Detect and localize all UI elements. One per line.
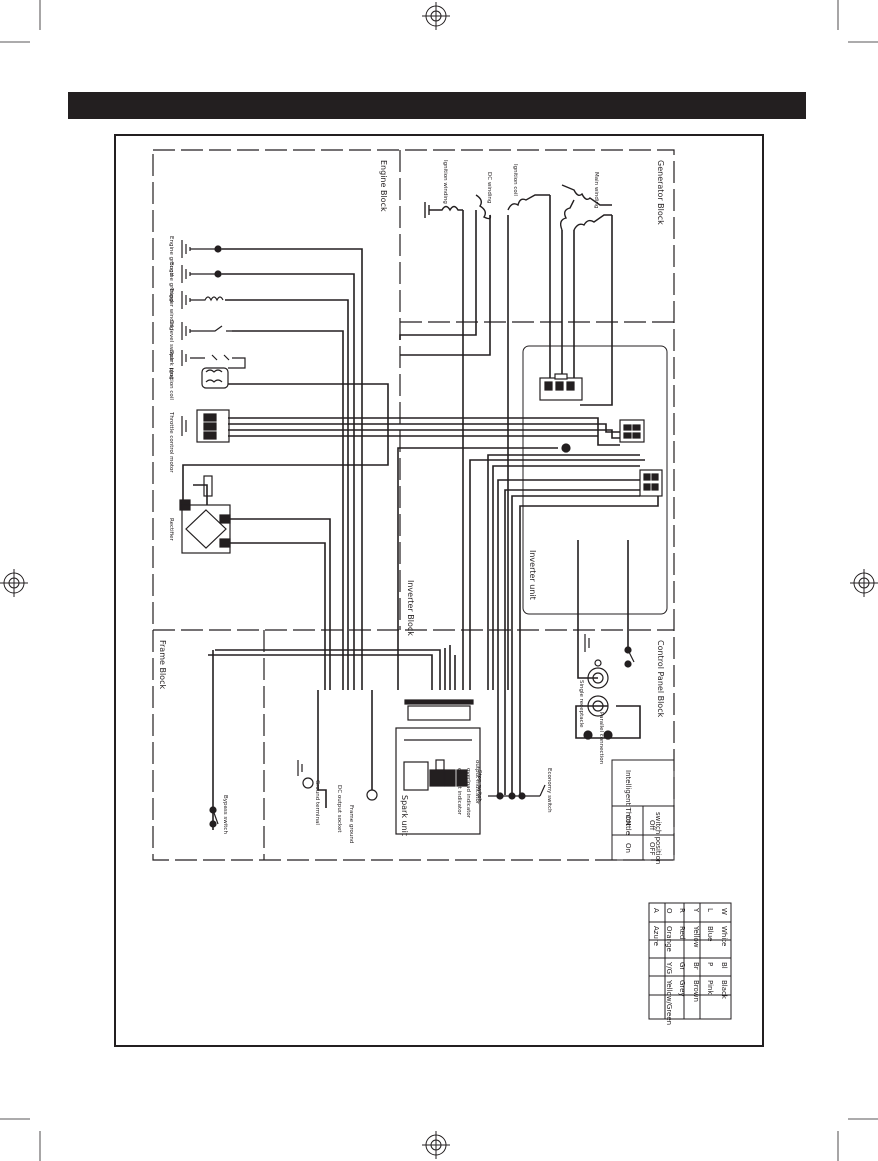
registration-mark-right (850, 569, 878, 597)
color-row-2-code: Y (692, 907, 700, 913)
color-row-5-name: Azure (652, 926, 660, 946)
color-row-4-name2: Yellow/Green (665, 979, 673, 1025)
color-row-5-code: A (652, 908, 660, 913)
diagram-labels: Engine Block Generator Block Inverter Bl… (158, 160, 665, 836)
control-panel-components (209, 634, 635, 828)
oil-alert-indicator-label: oil alert indicator (456, 768, 462, 816)
engine-components (179, 240, 246, 554)
switch-table-row-0-pos: ON (624, 815, 632, 826)
diagram-frame (114, 134, 764, 1047)
switch-table-row-0-state: On (624, 843, 632, 853)
color-row-4-code: O (665, 908, 673, 914)
component-labels: Engine ground Engine ground Trigger wind… (168, 160, 604, 843)
color-row-0-code: W (720, 908, 728, 915)
rectifier-label: Rectifier (168, 518, 174, 542)
economy-switch-label: Economy switch (546, 768, 552, 813)
color-code-table (648, 902, 732, 1020)
throttle-control-motor-label: Throttle control motor (168, 411, 174, 473)
spark-plug-label: Spark plug (168, 350, 174, 380)
single-receptacle-label: Single receptacle (578, 680, 584, 728)
color-row-0-name2: Black (720, 980, 728, 1000)
header-bar (68, 92, 806, 119)
spark-unit-label: Spark unit (400, 795, 409, 836)
frame-block-label: Frame Block (158, 640, 167, 689)
generator-windings (424, 184, 612, 231)
ignition-coil-label: Ignition coil (168, 368, 174, 400)
color-table-text: W White Bl Black L Blue P Pink Y Yellow … (652, 907, 728, 1025)
wires (182, 195, 659, 830)
color-row-2-code2: Br (692, 962, 700, 970)
color-row-2-name: Yellow (692, 925, 700, 948)
color-row-0-name: White (720, 926, 728, 946)
dc-output-socket-label: DC output socket (336, 785, 342, 833)
output-indicator-label: output indicator (474, 760, 480, 805)
trigger-winding-label: Trigger winding (168, 287, 174, 330)
generator-block-label: Generator Block (656, 160, 665, 225)
color-row-0-code2: Bl (720, 962, 728, 969)
color-row-1-name2: Pink (706, 980, 714, 995)
inverter-unit-label: Inverter unit (528, 550, 537, 600)
overload-indicator-label: overload indicator (465, 768, 471, 819)
color-row-1-code: L (706, 908, 714, 912)
connectors (395, 373, 663, 835)
color-row-3-name2: Grey (678, 980, 686, 997)
registration-mark-top (422, 2, 450, 30)
switch-table (611, 759, 675, 861)
registration-mark-left (0, 569, 28, 597)
color-row-1-name: Blue (706, 926, 714, 942)
switch-table-header: switch position (654, 812, 662, 864)
color-row-3-code2: Gr (678, 962, 686, 970)
color-row-4-name: Orange (665, 926, 673, 952)
color-row-4-code2: Y/G (665, 961, 673, 974)
block-boundaries (152, 149, 675, 861)
color-row-2-name2: Brown (692, 980, 700, 1002)
inverter-block-label: Inverter Block (406, 580, 415, 636)
bypass-switch-label: Bypass switch (222, 795, 228, 834)
switch-table-text: Intelligent Throttle switch position ON … (624, 770, 662, 864)
parallel-connection-label: Parallel connection (598, 712, 604, 765)
registration-mark-bottom (422, 1131, 450, 1159)
switch-table-row-1-state: Off (648, 820, 656, 831)
color-row-3-name: Red (678, 926, 686, 939)
stop-switch-label: Stop switch (476, 770, 482, 802)
ignition-coil-gen-label: Ignition coil (512, 164, 518, 196)
ground-terminal-label: Ground terminal (314, 780, 320, 825)
engine-ground-label-1: Engine ground (168, 236, 174, 276)
control-panel-block-label: Control Panel Block (656, 640, 665, 718)
switch-table-title: Intelligent Throttle (624, 770, 632, 835)
engine-block-label: Engine Block (379, 160, 388, 212)
color-row-3-code: R (678, 908, 686, 913)
oil-level-switch-label: Oil level switch (168, 320, 174, 362)
color-row-1-code2: P (706, 962, 714, 966)
engine-ground-label-2: Engine ground (168, 262, 174, 302)
switch-table-row-1-pos: OFF (648, 842, 656, 856)
main-winding-label: Main winding (593, 172, 599, 208)
ignition-winding-label: Ignition winding (442, 160, 448, 204)
frame-ground-label: Frame ground (348, 805, 354, 843)
dc-winding-label: DC winding (486, 172, 492, 203)
